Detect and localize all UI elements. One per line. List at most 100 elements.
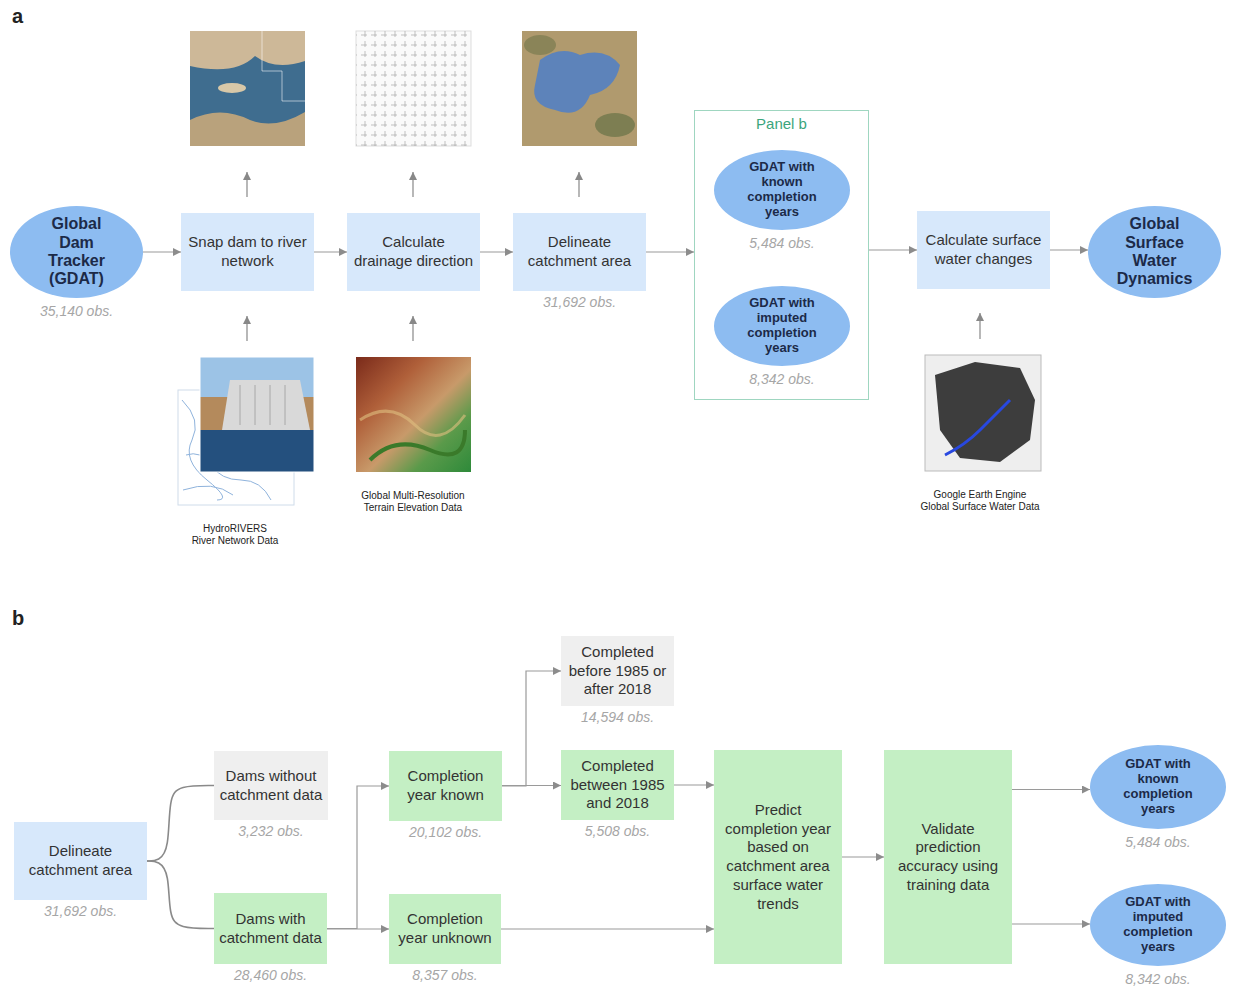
node-label: Delineate catchment area <box>517 233 642 271</box>
node-label: Validate prediction accuracy using train… <box>888 820 1008 895</box>
illustration-part <box>246 316 247 341</box>
satellite-image <box>190 31 305 146</box>
flow-arrow <box>327 786 389 929</box>
illustration-part <box>356 31 471 146</box>
flow-arrow <box>1012 923 1090 924</box>
node-label: Calculate drainage direction <box>351 233 476 271</box>
count-label: 14,594 obs. <box>581 709 654 725</box>
ellipse-fill <box>714 286 850 366</box>
flow-arrow <box>869 249 917 250</box>
node-label: GDAT with imputed completion years <box>734 296 830 356</box>
step-box: Validate prediction accuracy using train… <box>884 750 1012 964</box>
output-ellipse: Global Surface Water Dynamics <box>1088 206 1221 298</box>
flow-arrow <box>1050 249 1088 250</box>
flow-arrow <box>501 928 714 929</box>
dataset-ellipse: GDAT with known completion years5,484 ob… <box>714 150 850 230</box>
illustration-part <box>412 172 413 197</box>
ellipse-fill <box>10 206 143 298</box>
step-box: Predict completion year based on catchme… <box>714 750 842 964</box>
dataset-ellipse: GDAT with imputed completion years8,342 … <box>1090 884 1226 966</box>
brace-connector <box>147 861 214 929</box>
illustration-part <box>595 113 635 137</box>
illustration-part <box>522 31 637 146</box>
node-label: Completion year known <box>393 767 498 805</box>
illustration-part <box>979 313 980 339</box>
illustration-part <box>356 357 471 472</box>
flow-arrow <box>842 856 884 857</box>
illustration-part <box>190 31 305 69</box>
process-box: Snap dam to river network <box>181 213 314 291</box>
node-label: Global Surface Water Dynamics <box>1112 215 1198 289</box>
flow-arrow <box>502 671 561 786</box>
count-label: 3,232 obs. <box>238 823 303 839</box>
ellipse-fill <box>1088 206 1221 298</box>
process-box: Calculate surface water changes <box>917 211 1050 289</box>
dataset-ellipse: GDAT with imputed completion years8,342 … <box>714 286 850 366</box>
dataset-ellipse: GDAT with known completion years5,484 ob… <box>1090 745 1226 829</box>
step-box: Completed between 1985 and 20185,508 obs… <box>561 750 674 820</box>
surface-water-map <box>925 355 1041 471</box>
illustration-part <box>356 31 471 146</box>
count-label: 5,484 obs. <box>1125 834 1190 850</box>
count-label: 31,692 obs. <box>44 903 117 919</box>
flow-arrow <box>480 251 513 252</box>
count-label: 35,140 obs. <box>40 303 113 319</box>
flow-arrow <box>502 785 561 786</box>
panel-group: Panel bGDAT with known completion years5… <box>694 110 869 400</box>
step-box: Dams with catchment data28,460 obs. <box>214 893 327 964</box>
source-caption: HydroRIVERS River Network Data <box>191 523 279 547</box>
illustration-part <box>200 357 314 472</box>
count-label: 8,342 obs. <box>749 371 814 387</box>
node-label: Predict completion year based on catchme… <box>718 801 838 914</box>
illustration-part <box>262 31 305 101</box>
illustration-part <box>524 35 556 55</box>
node-label: Completion year unknown <box>393 910 497 948</box>
count-label: 20,102 obs. <box>409 824 482 840</box>
count-label: 8,357 obs. <box>412 967 477 983</box>
ellipse-fill <box>1090 745 1226 829</box>
flow-arrow <box>327 928 389 929</box>
node-label: Dams without catchment data <box>218 767 324 805</box>
illustration-part <box>412 316 413 341</box>
process-box: Calculate drainage direction <box>347 213 480 291</box>
ellipse-fill <box>1090 884 1226 966</box>
node-label: Snap dam to river network <box>185 233 310 271</box>
flow-arrow <box>314 251 347 252</box>
brace-connector <box>147 786 214 862</box>
node-label: Completed before 1985 or after 2018 <box>565 643 670 699</box>
flow-arrow <box>674 784 714 785</box>
node-label: Global Dam Tracker (GDAT) <box>34 215 120 289</box>
illustration-part <box>200 430 314 472</box>
ellipse-fill <box>714 150 850 230</box>
illustration-part <box>190 112 305 146</box>
flow-arrow <box>1012 789 1090 790</box>
count-label: 31,692 obs. <box>543 294 616 310</box>
illustration-part <box>935 362 1035 462</box>
source-caption: Google Earth Engine Global Surface Water… <box>918 489 1042 513</box>
node-label: Dams with catchment data <box>218 910 323 948</box>
count-label: 5,484 obs. <box>749 235 814 251</box>
terrain-image <box>356 357 471 472</box>
step-box: Completion year unknown8,357 obs. <box>389 894 501 964</box>
source-caption: Global Multi-Resolution Terrain Elevatio… <box>357 490 469 514</box>
step-box: Completion year known20,102 obs. <box>389 751 502 821</box>
panel-letter: b <box>12 606 42 630</box>
panel-title: Panel b <box>695 115 868 133</box>
illustration-part <box>370 430 465 460</box>
node-label: Delineate catchment area <box>18 842 143 880</box>
node-label: GDAT with known completion years <box>734 160 830 220</box>
process-box: Delineate catchment area31,692 obs. <box>513 213 646 291</box>
illustration-part <box>190 31 305 146</box>
illustration-part <box>360 411 465 435</box>
illustration-part <box>534 51 620 113</box>
illustration-part <box>578 172 579 197</box>
node-label: Calculate surface water changes <box>921 231 1046 269</box>
count-label: 5,508 obs. <box>585 823 650 839</box>
catchment-image <box>522 31 637 146</box>
count-label: 8,342 obs. <box>1125 971 1190 987</box>
panel-letter: a <box>12 4 42 28</box>
illustration-part <box>925 355 1041 471</box>
flow-arrow <box>646 251 694 252</box>
